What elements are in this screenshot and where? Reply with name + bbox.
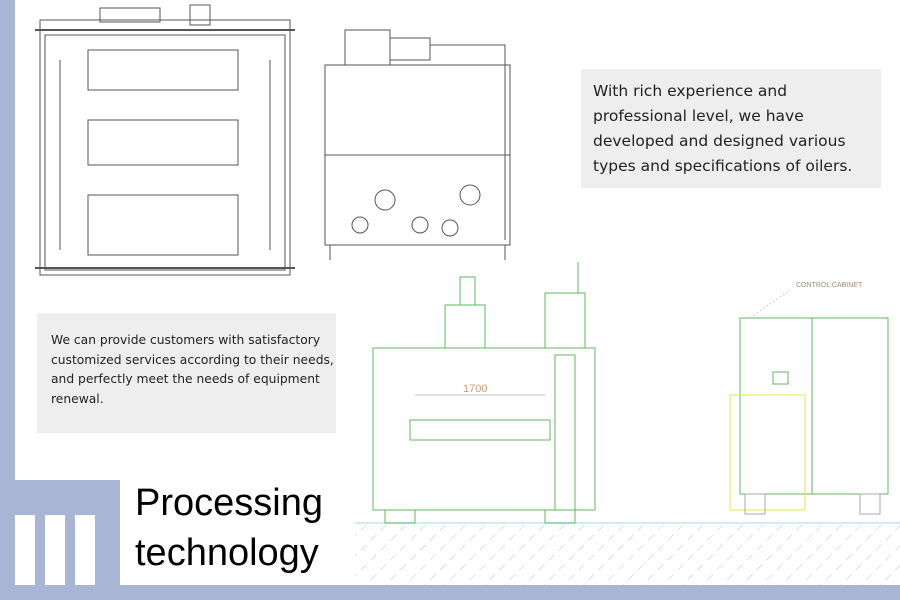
decor-bar [75, 515, 95, 585]
control-cabinet-drawing [729, 289, 889, 515]
page-title: Processing technology [135, 478, 323, 578]
coating-machine-drawing [372, 262, 596, 524]
left-accent-bar [0, 0, 15, 480]
decor-bar [45, 515, 65, 585]
experience-text-box: With rich experience and professional le… [581, 69, 881, 188]
bottom-bar [0, 585, 900, 600]
control-cabinet-label: CONTROL CABINET [796, 282, 863, 289]
floor-hatching [355, 523, 900, 585]
decor-bar [15, 515, 35, 585]
oiler-frame-drawing [35, 4, 295, 276]
oil-tank-drawing [324, 29, 511, 260]
title-line-1: Processing [135, 482, 323, 524]
title-line-2: technology [135, 532, 319, 574]
customization-text-box: We can provide customers with satisfacto… [37, 313, 336, 433]
dimension-label: 1700 [463, 383, 487, 395]
